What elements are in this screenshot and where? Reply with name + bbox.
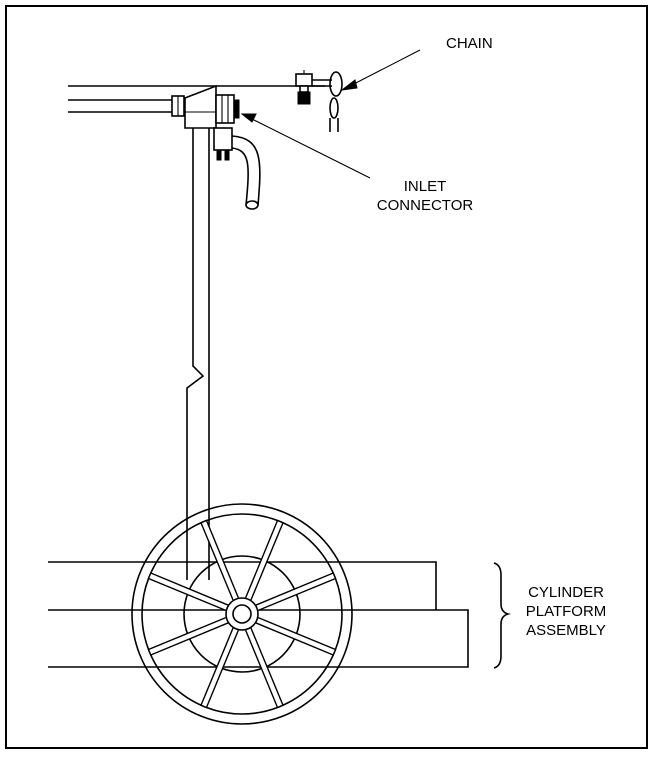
wheel-hub-inner <box>232 604 252 624</box>
wheel-spokes <box>147 519 337 709</box>
inlet-label-line2: CONNECTOR <box>377 197 474 214</box>
chain-label: CHAIN <box>446 35 493 52</box>
chain-leader-line <box>349 49 421 87</box>
cart-post <box>184 84 217 580</box>
inlet-label-line1: INLET <box>404 178 447 195</box>
wheel-tire-inner <box>141 513 343 715</box>
wheel-tire-outer <box>131 503 353 725</box>
wheel-drum <box>183 555 301 673</box>
diagram-border <box>5 5 648 749</box>
hose-end <box>245 200 259 210</box>
platform-label-line3: ASSEMBLY <box>526 622 606 639</box>
platform-upper-slab <box>48 561 437 610</box>
platform-label-line2: PLATFORM <box>526 603 607 620</box>
chain-arrowhead <box>340 79 358 91</box>
leader-arrows <box>240 49 421 179</box>
chain-assembly <box>295 70 343 132</box>
platform-label-line1: CYLINDER <box>528 584 604 601</box>
chain-link-2 <box>329 97 339 119</box>
inlet-arrowhead <box>240 113 257 123</box>
hose <box>231 135 261 210</box>
chain-link-1 <box>329 71 343 97</box>
inlet-connector <box>213 94 240 161</box>
platform-brace <box>493 562 511 669</box>
inlet-leader-line <box>249 117 371 179</box>
wheel <box>131 503 353 725</box>
